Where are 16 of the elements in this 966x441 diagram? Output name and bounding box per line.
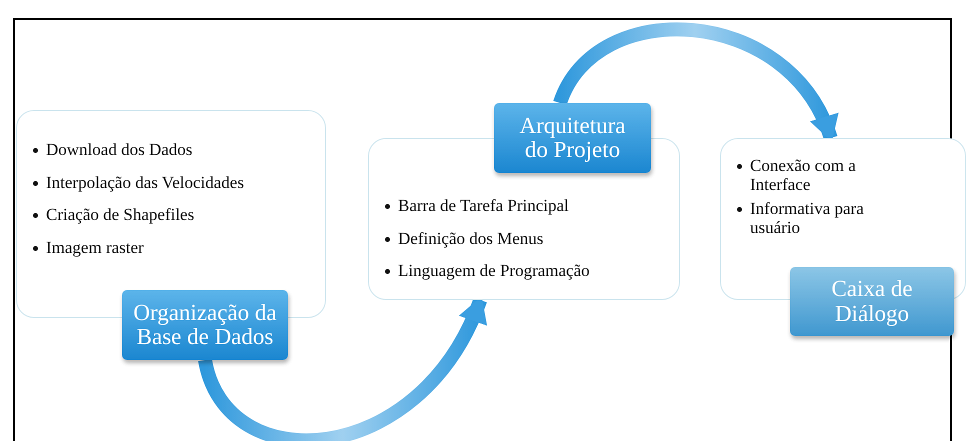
bullet-item: Interpolação das Velocidades bbox=[46, 174, 244, 192]
bullet-item: Criação de Shapefiles bbox=[46, 206, 194, 226]
content-panel bbox=[368, 138, 680, 300]
bullet-item: Imagem raster bbox=[46, 239, 144, 258]
bullet-item: Download dos Dados bbox=[46, 141, 192, 160]
bullet-item: Conexão com a Interface bbox=[750, 157, 857, 194]
bullet-item: Barra de Tarefa Principal bbox=[398, 197, 569, 216]
title-tab bbox=[494, 103, 651, 173]
tab-title: Caixa de Diálogo bbox=[830, 277, 914, 326]
title-tab bbox=[122, 290, 288, 360]
tab-title: Organização da Base de Dados bbox=[132, 300, 278, 350]
bullet-item: Informativa para usuário bbox=[750, 200, 865, 238]
title-tab bbox=[790, 267, 954, 336]
bullet-item: Linguagem de Programação bbox=[398, 262, 590, 282]
bullet-item: Definição dos Menus bbox=[398, 230, 544, 248]
tab-title: Arquitetura do Projeto bbox=[518, 114, 626, 162]
